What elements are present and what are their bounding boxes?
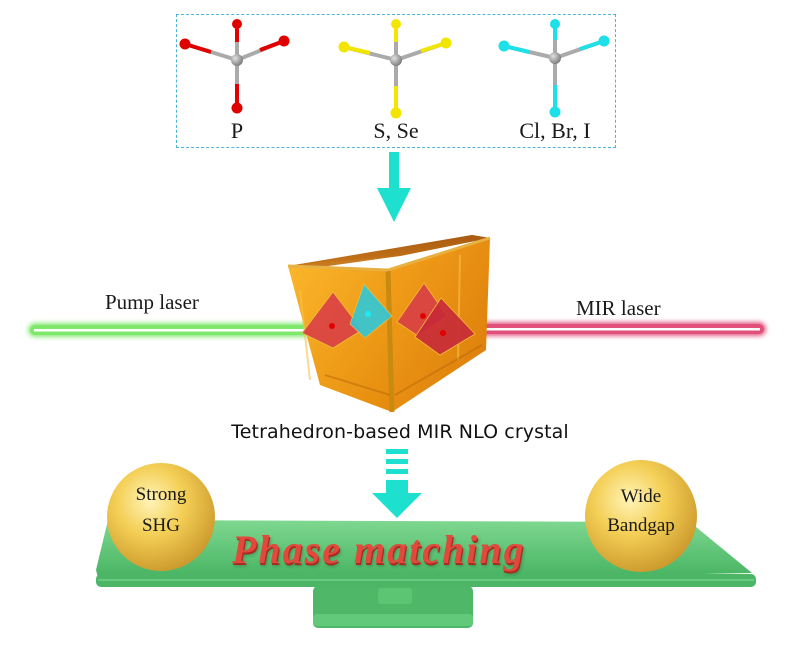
atom	[179, 38, 191, 50]
molecule-s-se	[338, 19, 452, 119]
left-ball-label: Strong SHG	[106, 484, 216, 538]
left-ball	[107, 463, 215, 571]
molecule-label-halogen: Cl, Br, I	[519, 118, 591, 143]
dashed-arrow-down-icon	[372, 449, 422, 518]
center-atom	[549, 52, 561, 64]
balance-beam	[96, 520, 756, 587]
tetrahedron-red	[414, 297, 476, 356]
crystal-caption: Tetrahedron-based MIR NLO crystal	[231, 421, 569, 443]
tetrahedral-units-box	[176, 14, 616, 148]
pump-laser-beam	[28, 323, 318, 337]
atom	[278, 35, 290, 47]
arrow-down-icon	[377, 152, 411, 222]
mir-laser-label: MIR laser	[576, 296, 661, 320]
atom	[231, 102, 243, 114]
right-ball-label: Wide Bandgap	[586, 486, 696, 538]
atom	[598, 35, 610, 47]
atom	[498, 40, 510, 52]
center-atom	[390, 54, 402, 66]
left-ball-line1: Strong	[135, 484, 187, 505]
tetrahedron-cyan	[349, 283, 393, 339]
atom	[391, 19, 401, 29]
right-ball-line2: Bandgap	[607, 514, 675, 536]
atom	[550, 19, 560, 29]
right-ball	[585, 460, 697, 572]
pump-laser-label: Pump laser	[105, 290, 199, 314]
atom	[338, 41, 350, 53]
atom	[390, 107, 402, 119]
mir-laser-beam	[468, 322, 766, 336]
atom	[232, 19, 242, 29]
left-ball-line2: SHG	[141, 514, 180, 536]
molecule-halogen	[498, 19, 610, 118]
right-ball-line1: Wide	[620, 486, 662, 507]
atom	[440, 37, 452, 49]
molecule-label-p: P	[230, 118, 244, 143]
balance-stand	[313, 586, 473, 628]
crystal-cube	[287, 235, 491, 413]
phase-matching-title: Phase matching	[232, 527, 526, 572]
atom	[549, 106, 561, 118]
molecule-p	[179, 19, 290, 114]
molecule-label-s-se: S, Se	[373, 118, 419, 143]
center-atom	[231, 54, 243, 66]
